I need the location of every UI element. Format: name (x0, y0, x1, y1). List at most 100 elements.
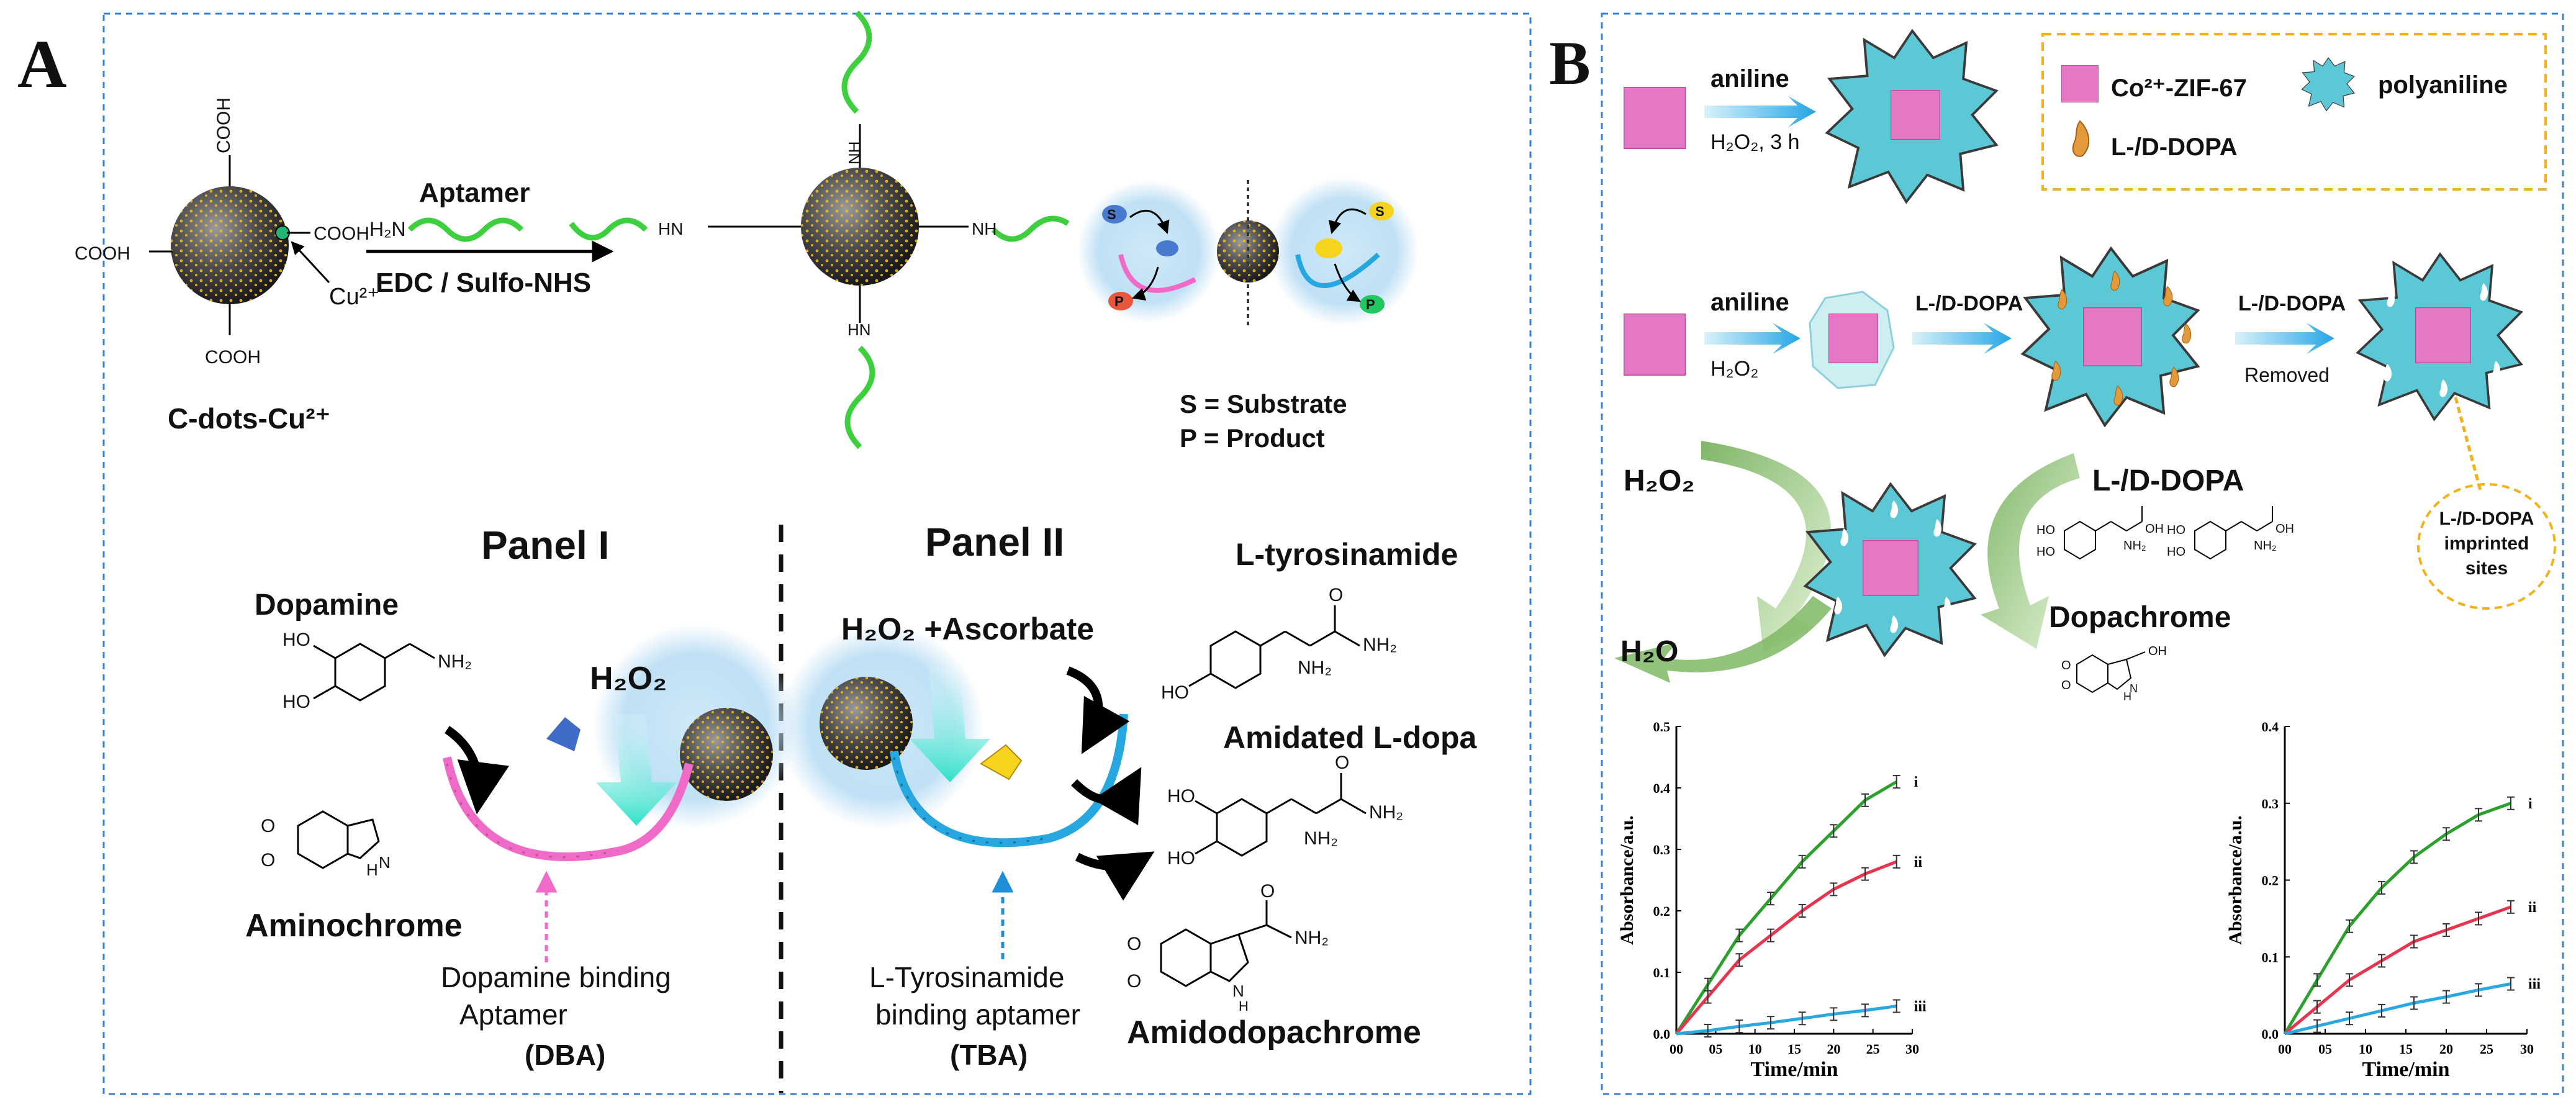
svg-text:HO: HO (2167, 523, 2185, 537)
series-line-iii (1676, 1004, 1897, 1036)
y-tick-label: 0.2 (2262, 873, 2279, 888)
aminochrome-structure (297, 810, 380, 869)
tyrosinamide-structure (1188, 605, 1360, 689)
series-label-iii: iii (1914, 998, 1927, 1015)
svg-text:P: P (1366, 297, 1375, 312)
y-tick-label: 0.3 (2262, 796, 2279, 811)
product-p-right (1360, 295, 1385, 314)
tyrosinamide-label: L-tyrosinamide (1236, 537, 1458, 572)
tba-line2: binding aptamer (875, 998, 1080, 1031)
dopachrome-label: Dopachrome (2049, 601, 2231, 634)
svg-text:H: H (366, 861, 378, 879)
svg-text:HO: HO (1161, 682, 1189, 703)
x-tick-label: 00 (2278, 1041, 2292, 1057)
dopa-curved-arrow (1981, 453, 2080, 649)
catalytic-cycle-scheme: S P S P S = Substrate P = Product (1077, 177, 1419, 453)
svg-text:P: P (1114, 294, 1124, 309)
imprint-callout (2417, 483, 2556, 610)
cdots-label: C-dots-Cu²⁺ (168, 402, 330, 435)
svg-text:O: O (261, 816, 275, 836)
svg-text:H: H (2123, 690, 2131, 703)
svg-text:O: O (1329, 585, 1343, 605)
svg-text:HO: HO (2036, 545, 2055, 559)
cooh-top: COOH (214, 97, 234, 153)
amidated-arrow (1071, 767, 1142, 826)
svg-text:NH₂: NH₂ (1363, 635, 1397, 655)
series-line-ii (1675, 860, 1897, 1035)
cu-label: Cu²⁺ (329, 284, 379, 310)
cooh-left: COOH (75, 243, 130, 264)
y-tick-label: 0.0 (1653, 1026, 1671, 1042)
h2o2-ascorbate-arrow (910, 667, 990, 782)
x-axis-title: Time/min (2362, 1058, 2449, 1081)
aniline-label-1: aniline (1711, 65, 1789, 93)
l-dopa-structures (2064, 506, 2273, 694)
dba-line2: Aptamer (459, 998, 567, 1031)
dopamine-structure (313, 643, 435, 702)
tba-abbr: (TBA) (950, 1039, 1028, 1071)
series-label-ii: ii (1914, 854, 1923, 870)
h2o2-big-label: H₂O₂ (1624, 464, 1695, 497)
amidodopachrome-structure (1160, 900, 1292, 987)
h2o2-curved-arrow (1701, 441, 1831, 652)
series-label-i: i (2528, 796, 2533, 812)
reagent-label: EDC / Sulfo-NHS (376, 268, 591, 298)
amidodopachrome-label: Amidodopachrome (1127, 1015, 1421, 1051)
y-tick-label: 0.5 (1653, 719, 1671, 735)
imprint-line3: sites (2465, 558, 2508, 579)
x-tick-label: 25 (2480, 1041, 2493, 1057)
series-line-i (2283, 802, 2511, 1035)
aptamer-strand (407, 217, 524, 242)
x-tick-label: 30 (1905, 1041, 1919, 1057)
svg-text:HO: HO (1167, 786, 1195, 807)
y-tick-label: 0.0 (2262, 1026, 2279, 1042)
svg-text:HO: HO (282, 630, 310, 650)
svg-text:OH: OH (2145, 522, 2164, 536)
svg-text:HO: HO (282, 692, 310, 712)
removed-label: Removed (2244, 364, 2330, 386)
svg-text:S: S (1107, 207, 1116, 222)
x-axis-title: Time/min (1750, 1058, 1838, 1081)
x-tick-label: 15 (1787, 1041, 1801, 1057)
aptamer-label: Aptamer (419, 178, 530, 208)
imprint-line1: L-/D-DOPA (2439, 509, 2534, 529)
panel-a-frame (102, 12, 1532, 1095)
amidated-label: Amidated L-dopa (1223, 720, 1478, 755)
series-label-i: i (1914, 774, 1918, 790)
substrate-s-right (1369, 202, 1394, 220)
dopamine-bound (546, 717, 581, 751)
substrate-key: S = Substrate (1180, 389, 1347, 418)
svg-text:N: N (379, 853, 391, 872)
svg-text:NH₂: NH₂ (2123, 539, 2146, 553)
y-axis-title: Absorbance/a.u. (2225, 815, 2246, 944)
nh-right: NH (972, 219, 997, 238)
legend-dopa-label: L-/D-DOPA (2111, 133, 2238, 161)
legend-dopa-swatch (2072, 120, 2090, 157)
svg-text:O: O (1335, 753, 1349, 773)
panel-i-title: Panel I (481, 523, 609, 567)
imprint-line2: imprinted (2444, 533, 2529, 554)
dba-line1: Dopamine binding (441, 961, 671, 993)
series-line-i (1674, 780, 1897, 1035)
series-label-iii: iii (2528, 977, 2541, 993)
aptamer-cdots-particle: HN NH NH HN (569, 10, 1070, 450)
h2o-label: H₂O (1620, 635, 1678, 668)
svg-text:H: H (1239, 998, 1249, 1014)
legend-zif-swatch (2061, 65, 2099, 102)
x-tick-label: 30 (2520, 1041, 2534, 1057)
svg-text:O: O (261, 850, 275, 870)
aniline-label-2: aniline (1711, 289, 1789, 316)
svg-text:OH: OH (2148, 644, 2167, 658)
dopa-label-remove: L-/D-DOPA (2238, 292, 2346, 315)
tyrosinamide-bound (980, 744, 1023, 780)
svg-text:HO: HO (1167, 848, 1195, 869)
x-tick-label: 15 (2399, 1041, 2413, 1057)
svg-text:O: O (2061, 659, 2071, 672)
h2o2-label: H₂O₂ (590, 661, 667, 697)
svg-text:NH₂: NH₂ (438, 651, 472, 672)
svg-text:NH₂: NH₂ (1369, 802, 1403, 823)
svg-text:OH: OH (2275, 522, 2294, 536)
x-tick-label: 10 (1748, 1041, 1762, 1057)
